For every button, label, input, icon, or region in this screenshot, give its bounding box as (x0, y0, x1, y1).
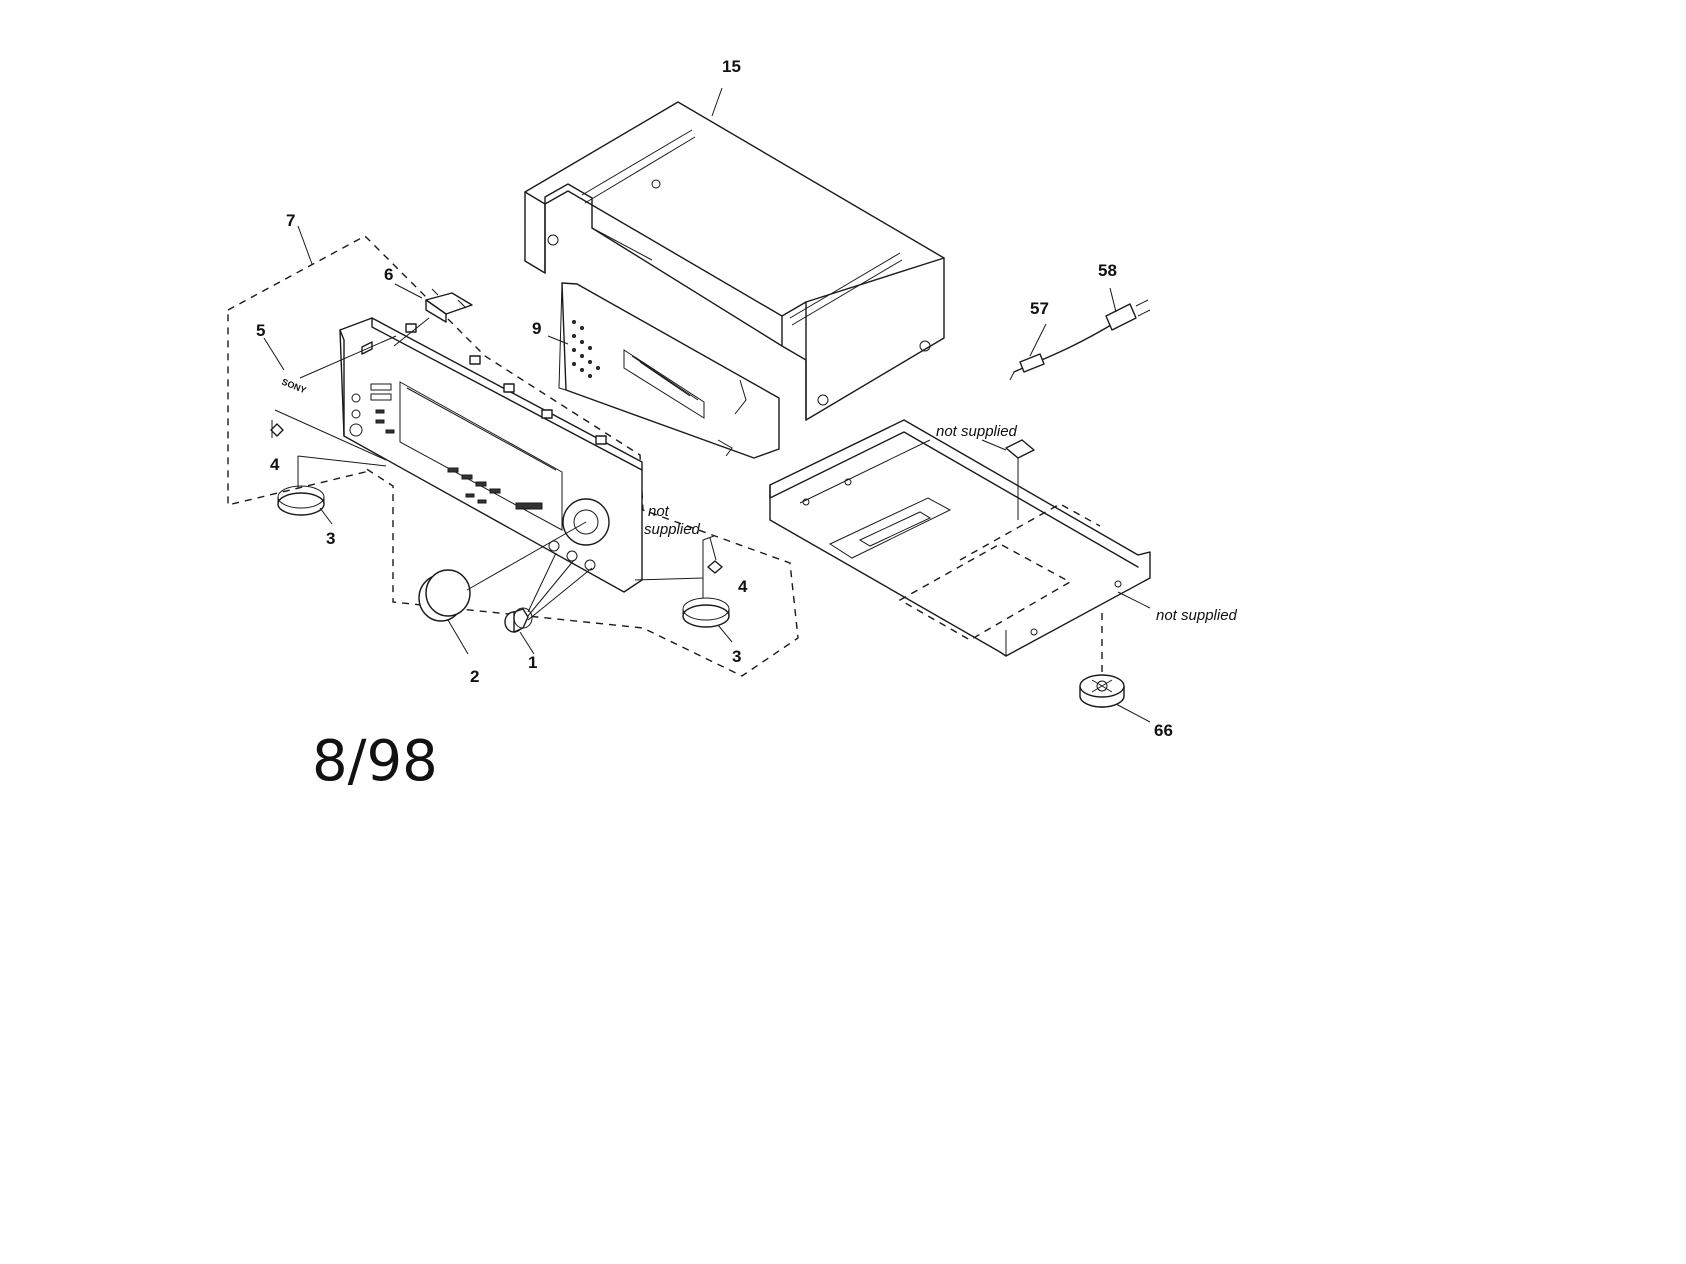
callout-4-left: 4 (270, 455, 280, 474)
power-cord (1009, 287, 1151, 381)
callout-5: 5 (256, 321, 265, 340)
callout-4-right: 4 (738, 577, 748, 596)
push-switch (393, 288, 473, 347)
callout-labels: 15 7 6 5 9 4 3 4 3 2 1 57 58 66 (256, 57, 1173, 740)
spacer-right (707, 537, 723, 574)
callout-66: 66 (1154, 721, 1173, 740)
top-cover (524, 101, 945, 421)
spacer-left (270, 409, 387, 461)
note-not-supplied-front-2: supplied (644, 521, 701, 538)
callout-3-left: 3 (326, 529, 335, 548)
front-panel-buttons (375, 409, 543, 510)
pcb-dots (572, 320, 600, 378)
callout-1: 1 (528, 653, 537, 672)
callout-6: 6 (384, 265, 393, 284)
callout-58: 58 (1098, 261, 1117, 280)
callout-2: 2 (470, 667, 479, 686)
not-supplied-notes: not supplied not supplied not supplied (644, 423, 1238, 624)
pc-board (558, 282, 780, 459)
callout-9: 9 (532, 319, 541, 338)
note-not-supplied-chassis: not supplied (1156, 607, 1238, 624)
rubber-foot (1079, 612, 1151, 723)
small-knob (504, 552, 593, 655)
foot-ring-right (634, 535, 733, 643)
callout-57: 57 (1030, 299, 1049, 318)
chassis-plate (769, 419, 1151, 657)
note-not-supplied-bracket: not supplied (936, 423, 1018, 440)
sony-logo-text: SONY (280, 377, 307, 396)
callout-3-right: 3 (732, 647, 741, 666)
chassis-bracket (981, 439, 1035, 520)
leader-lines (263, 87, 723, 371)
callout-7: 7 (286, 211, 295, 230)
volume-knob (418, 521, 587, 655)
note-not-supplied-front-1: not (648, 503, 670, 520)
callout-15: 15 (722, 57, 741, 76)
foot-ring-left (277, 455, 387, 525)
date-stamp: 8/98 (312, 729, 438, 794)
